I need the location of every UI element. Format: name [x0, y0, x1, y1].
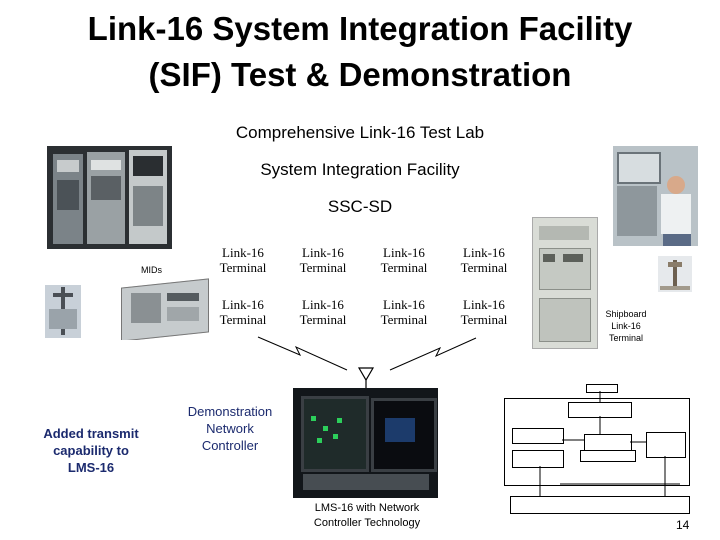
terminal-label-2: Terminal — [380, 312, 428, 327]
diagram-box-2 — [512, 428, 564, 444]
rf-link-left — [257, 336, 348, 371]
mids-terminal-photo — [115, 277, 215, 340]
terminal-label-2: Terminal — [299, 260, 347, 275]
subtitle-org: SSC-SD — [327, 197, 393, 216]
diagram-box-5 — [512, 450, 564, 468]
slide-title: Link-16 System Integration Facility (SIF… — [0, 6, 720, 98]
shipboard-line-3: Terminal — [608, 333, 643, 343]
terminal-label: Link-16 — [383, 297, 425, 312]
terminal-label-2: Terminal — [460, 312, 508, 327]
demo-line-3: Controller — [201, 438, 259, 453]
subtitle-facility: System Integration Facility — [260, 160, 460, 179]
antenna-icon — [357, 367, 375, 382]
terminal-label: Link-16 — [302, 245, 344, 260]
operator-photo — [613, 146, 698, 246]
lms-caption: LMS-16 with Network Controller Technolog… — [292, 501, 442, 531]
lms-line-1: LMS-16 with Network — [314, 502, 420, 514]
terminal-label: Link-16 — [463, 245, 505, 260]
terminal-label-2: Terminal — [380, 260, 428, 275]
demo-line-2: Network — [206, 421, 254, 436]
page-number: 14 — [676, 518, 690, 532]
terminal-label: Link-16 — [222, 297, 264, 312]
shipboard-terminal-photo — [532, 217, 598, 349]
added-line-3: LMS-16 — [67, 460, 115, 475]
lms-monitors-photo — [293, 388, 438, 498]
shipboard-line-1: Shipboard — [605, 309, 647, 319]
title-line-2: (SIF) Test & Demonstration — [148, 56, 572, 93]
demo-controller-label: Demonstration Network Controller — [174, 403, 286, 454]
shipboard-line-2: Link-16 — [611, 321, 641, 331]
rf-link-right — [389, 337, 477, 371]
tower-photo — [658, 256, 692, 292]
title-line-1: Link-16 System Integration Facility — [87, 10, 633, 47]
block-diagram-connectors — [539, 391, 680, 496]
demo-line-1: Demonstration — [187, 404, 273, 419]
terminal-label: Link-16 — [383, 245, 425, 260]
antenna-mast-photo — [45, 285, 81, 338]
terminal-label-2: Terminal — [219, 312, 267, 327]
shipboard-label: Shipboard Link-16 Terminal — [596, 308, 656, 344]
lms-line-2: Controller Technology — [313, 517, 421, 529]
added-line-1: Added transmit — [43, 426, 139, 441]
terminal-label: Link-16 — [463, 297, 505, 312]
mids-label: MIDs — [141, 265, 162, 275]
equipment-rack-photo — [47, 146, 172, 249]
diagram-bottom-box — [510, 496, 690, 514]
terminal-label-2: Terminal — [219, 260, 267, 275]
terminal-label: Link-16 — [222, 245, 264, 260]
subtitle-lab: Comprehensive Link-16 Test Lab — [235, 123, 485, 142]
diagram-box-6 — [580, 450, 636, 462]
diagram-box-4 — [646, 432, 686, 458]
added-transmit-label: Added transmit capability to LMS-16 — [30, 425, 152, 476]
terminal-label-2: Terminal — [299, 312, 347, 327]
terminal-label: Link-16 — [302, 297, 344, 312]
diagram-top-box — [586, 384, 618, 393]
added-line-2: capability to — [53, 443, 129, 458]
terminal-label-2: Terminal — [460, 260, 508, 275]
